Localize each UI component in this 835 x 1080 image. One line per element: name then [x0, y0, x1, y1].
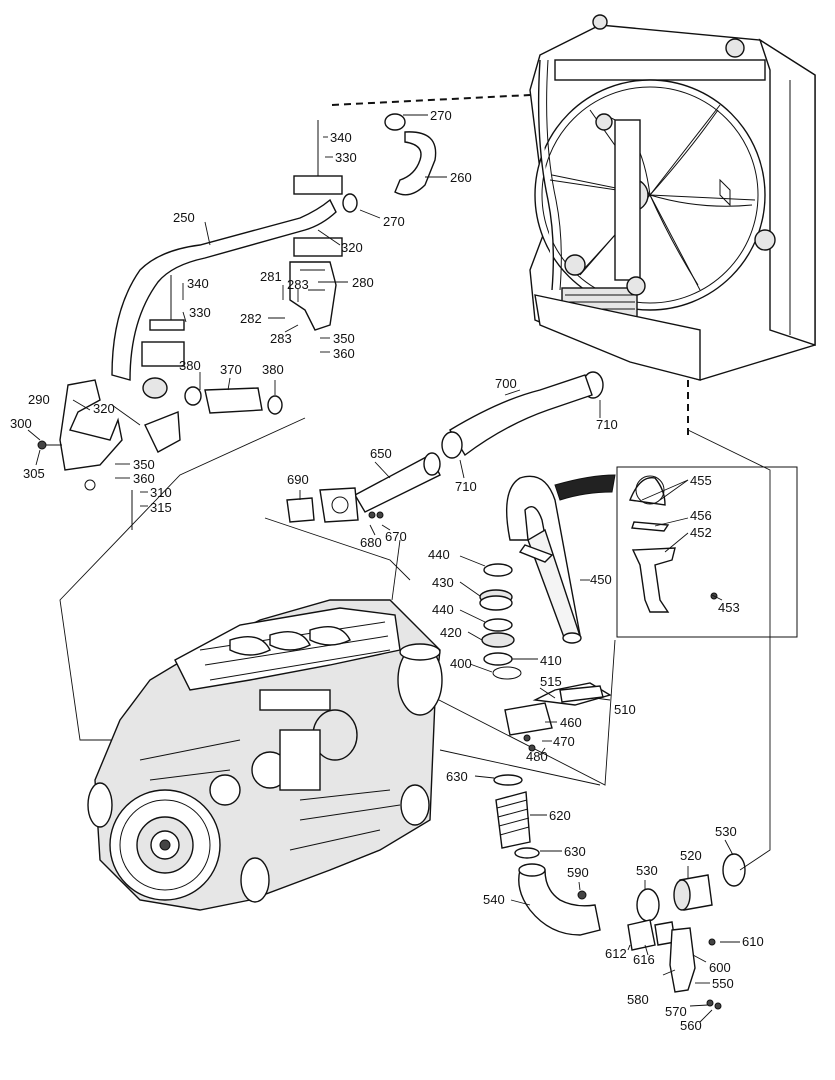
callout-480: 480 — [526, 749, 548, 764]
callout-560: 560 — [680, 1018, 702, 1033]
callout-610: 610 — [742, 934, 764, 949]
callout-570: 570 — [665, 1004, 687, 1019]
callout-530: 530 — [715, 824, 737, 839]
callout-520: 520 — [680, 848, 702, 863]
callout-510: 510 — [614, 702, 636, 717]
callout-281: 281 — [260, 269, 282, 284]
callout-470: 470 — [553, 734, 575, 749]
lower-air-pipes — [493, 682, 746, 936]
callout-650: 650 — [370, 446, 392, 461]
callout-400: 400 — [450, 656, 472, 671]
callout-410: 410 — [540, 653, 562, 668]
callout-612: 612 — [605, 946, 627, 961]
callout-710: 710 — [596, 417, 618, 432]
callout-250: 250 — [173, 210, 195, 225]
callout-630: 630 — [564, 844, 586, 859]
callout-340: 340 — [187, 276, 209, 291]
callout-380: 380 — [262, 362, 284, 377]
callout-440: 440 — [428, 547, 450, 562]
callout-580: 580 — [627, 992, 649, 1007]
callout-310: 310 — [150, 485, 172, 500]
callout-330: 330 — [335, 150, 357, 165]
callout-305: 305 — [23, 466, 45, 481]
callout-700: 700 — [495, 376, 517, 391]
callout-330: 330 — [189, 305, 211, 320]
callout-290: 290 — [28, 392, 50, 407]
callout-616: 616 — [633, 952, 655, 967]
callout-320: 320 — [93, 401, 115, 416]
callout-370: 370 — [220, 362, 242, 377]
callout-460: 460 — [560, 715, 582, 730]
radiator-fan-assembly — [529, 14, 816, 381]
upper-leader-lines — [27, 114, 447, 741]
callout-670: 670 — [385, 529, 407, 544]
lower-brackets — [627, 919, 722, 1010]
callout-282: 282 — [240, 311, 262, 326]
callout-440: 440 — [432, 602, 454, 617]
callout-453: 453 — [718, 600, 740, 615]
callout-360: 360 — [333, 346, 355, 361]
callout-270: 270 — [430, 108, 452, 123]
charge-air-leaders — [264, 389, 601, 581]
callout-283: 283 — [287, 277, 309, 292]
callout-600: 600 — [709, 960, 731, 975]
lower-leader-lines — [391, 429, 771, 1023]
callout-710: 710 — [455, 479, 477, 494]
callout-360: 360 — [133, 471, 155, 486]
callout-300: 300 — [10, 416, 32, 431]
callout-515: 515 — [540, 674, 562, 689]
callout-340: 340 — [330, 130, 352, 145]
callout-350: 350 — [333, 331, 355, 346]
callout-350: 350 — [133, 457, 155, 472]
callout-455: 455 — [690, 473, 712, 488]
callout-320: 320 — [341, 240, 363, 255]
callout-456: 456 — [690, 508, 712, 523]
charge-air-pipes — [286, 371, 604, 523]
dashed-connection-lines — [331, 94, 689, 435]
callout-420: 420 — [440, 625, 462, 640]
callout-labels: 270 340 330 260 270 250 320 281 283 280 … — [10, 108, 764, 1033]
callout-530: 530 — [636, 863, 658, 878]
callout-630: 630 — [446, 769, 468, 784]
callout-283: 283 — [270, 331, 292, 346]
clamp-leaders — [399, 555, 616, 786]
callout-450: 450 — [590, 572, 612, 587]
callout-260: 260 — [450, 170, 472, 185]
callout-430: 430 — [432, 575, 454, 590]
callout-690: 690 — [287, 472, 309, 487]
upper-coolant-hoses — [111, 113, 437, 453]
callout-540: 540 — [483, 892, 505, 907]
callout-270: 270 — [383, 214, 405, 229]
callout-452: 452 — [690, 525, 712, 540]
engine-block — [87, 599, 443, 911]
callout-380: 380 — [179, 358, 201, 373]
clamps-and-rings — [479, 563, 522, 680]
callout-590: 590 — [567, 865, 589, 880]
callout-315: 315 — [150, 500, 172, 515]
callout-280: 280 — [352, 275, 374, 290]
elbow-pipe-450 — [505, 474, 616, 644]
inset-leaders — [580, 479, 723, 601]
callout-550: 550 — [712, 976, 734, 991]
callout-680: 680 — [360, 535, 382, 550]
callout-620: 620 — [549, 808, 571, 823]
brackets-280-290 — [37, 261, 337, 530]
